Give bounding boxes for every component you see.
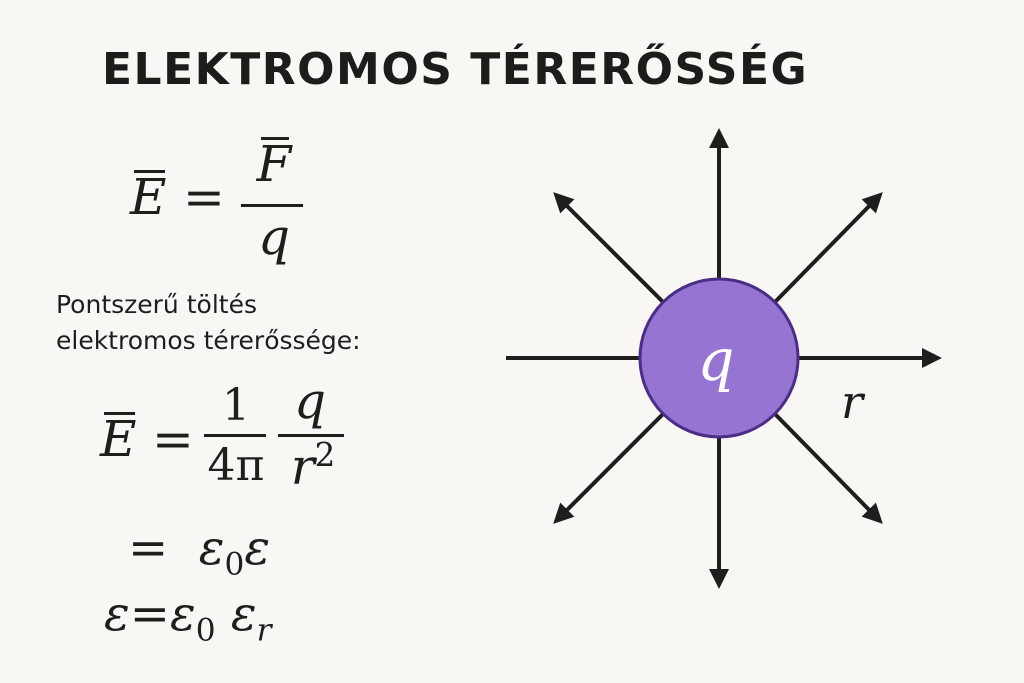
page-title: ELEKTROMOS TÉRERŐSSÉG xyxy=(102,44,809,95)
equals-sign: = xyxy=(152,410,194,468)
f-vector: F xyxy=(256,135,292,193)
numerator-q: q xyxy=(293,372,326,430)
formula-relative-permittivity: ε=ε0 εr xyxy=(104,586,272,649)
fraction-bar xyxy=(278,434,344,437)
caption-line-1: Pontszerű töltés xyxy=(56,290,257,319)
denominator-r-squared: r2 xyxy=(290,436,336,496)
field-arrow-up-right xyxy=(773,192,883,304)
equals-sign: = xyxy=(183,168,225,226)
charge-label: q xyxy=(697,326,734,394)
fraction-bar xyxy=(241,204,303,207)
denominator-four-pi: 4π xyxy=(207,440,265,491)
fraction-bar xyxy=(204,434,266,437)
point-charge-caption: Pontszerű töltés elektromos térerőssége: xyxy=(56,287,361,359)
field-arrow-up-left xyxy=(553,192,665,304)
caption-line-2: elektromos térerőssége: xyxy=(56,326,361,355)
point-charge xyxy=(638,277,800,439)
numerator-one: 1 xyxy=(222,380,250,431)
formula-permittivity-product: = ε0ε xyxy=(128,520,271,583)
e-vector: E xyxy=(100,410,137,468)
field-arrow-down-right xyxy=(773,412,883,524)
field-arrow-down-left xyxy=(553,412,665,524)
e-vector: E xyxy=(130,168,167,226)
radius-label: r xyxy=(841,375,866,429)
denominator-q: q xyxy=(257,208,290,266)
